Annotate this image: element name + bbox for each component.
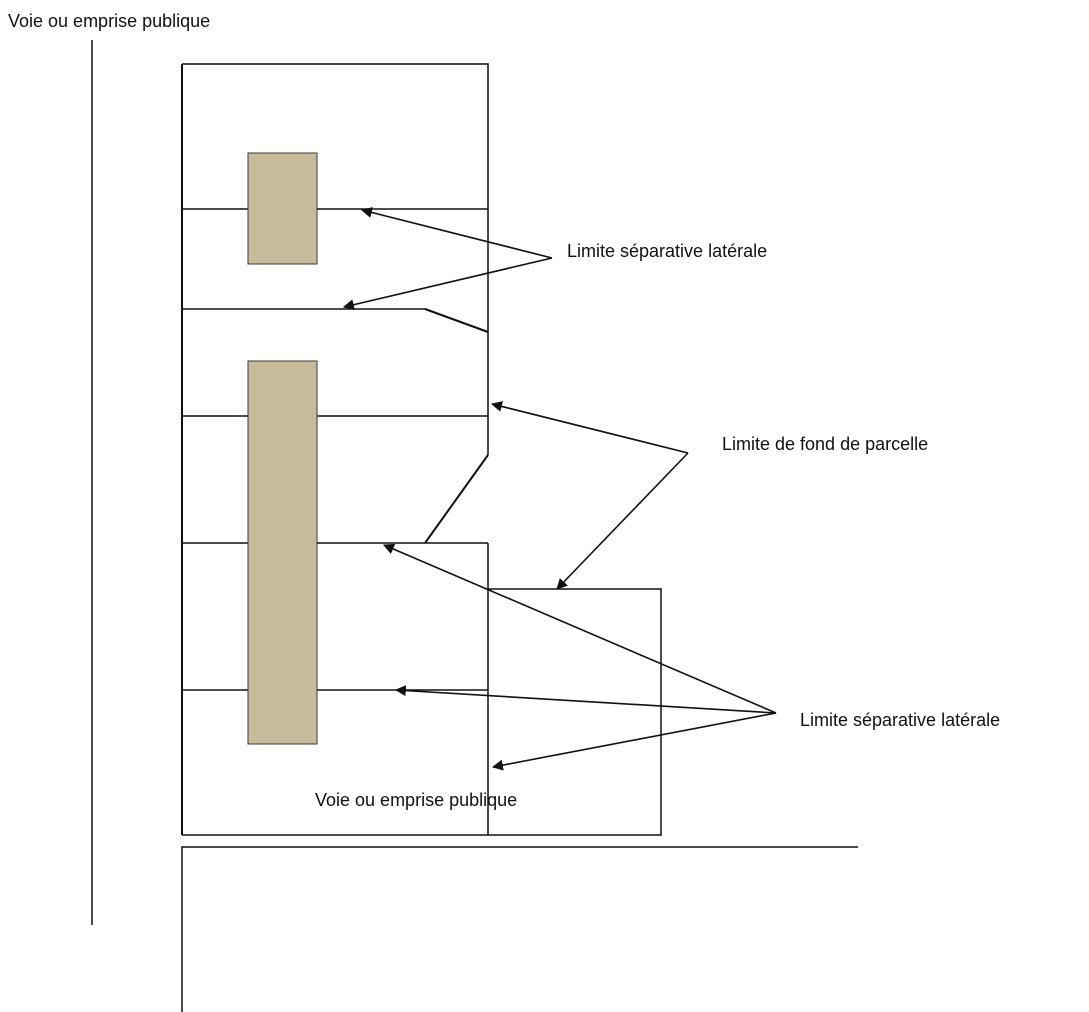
- arrow-side-upper-1: [360, 207, 553, 259]
- arrow-side-lower-3: [491, 712, 777, 771]
- label-side-limit-lower: Limite séparative latérale: [800, 710, 1000, 730]
- arrow-rear-limit-1: [490, 401, 689, 454]
- arrow-rear-limit-2: [556, 452, 689, 590]
- arrow-side-lower-1: [382, 543, 777, 714]
- label-side-limit-upper: Limite séparative latérale: [567, 241, 767, 261]
- slant-segment-upper: [424, 308, 489, 333]
- building-tall: [247, 360, 318, 745]
- street-edge-bottom: [181, 846, 858, 1012]
- slant-segment-lower: [424, 454, 489, 544]
- parcel-main-outline: [182, 63, 489, 455]
- arrow-side-upper-2: [342, 257, 553, 311]
- arrow-side-lower-2: [394, 685, 777, 714]
- building-small: [247, 152, 318, 265]
- street-label-top: Voie ou emprise publique: [8, 11, 210, 31]
- parcel-lower-outline: [182, 588, 662, 836]
- street-label-bottom: Voie ou emprise publique: [315, 790, 517, 810]
- label-rear-limit: Limite de fond de parcelle: [722, 434, 928, 454]
